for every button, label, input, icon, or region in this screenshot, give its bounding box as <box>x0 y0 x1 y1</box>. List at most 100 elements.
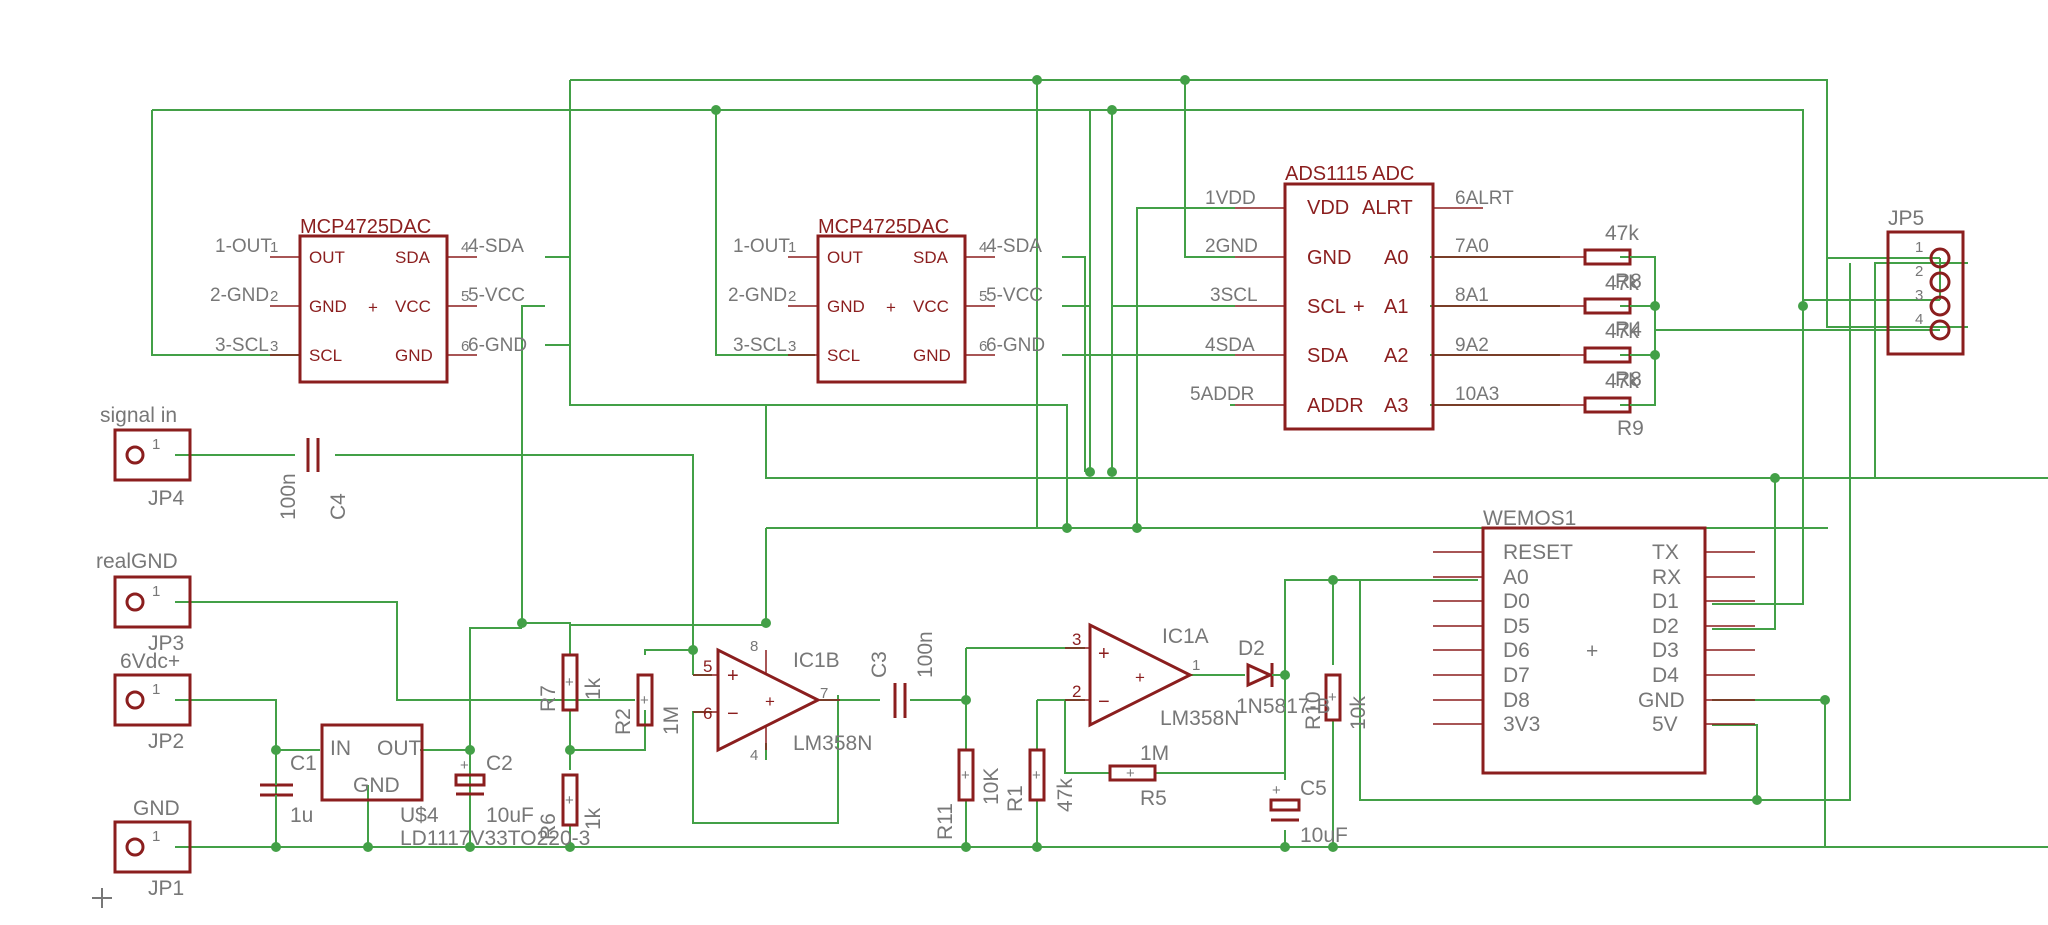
pin-icon <box>1929 271 1951 293</box>
svg-text:6ALRT: 6ALRT <box>1455 188 1514 209</box>
connector-jp5[interactable]: JP5 1 2 3 4 <box>1886 207 1965 356</box>
capacitor-c2[interactable]: + C2 10uF <box>454 752 534 827</box>
junction <box>961 842 971 852</box>
svg-text:3SCL: 3SCL <box>1210 285 1258 306</box>
svg-text:2: 2 <box>1915 263 1923 280</box>
part-name: IC1A <box>1162 625 1209 648</box>
junction <box>1752 795 1762 805</box>
svg-text:+: + <box>1098 643 1110 665</box>
svg-text:3: 3 <box>1072 630 1081 649</box>
resistor-r1[interactable]: + R1 47k <box>1004 748 1077 812</box>
resistor-r5[interactable]: + 1M R5 <box>1108 742 1169 810</box>
capacitor-c4[interactable]: C4 100n <box>277 438 350 520</box>
svg-text:+: + <box>1272 782 1281 799</box>
part-value: 1M <box>1140 742 1169 765</box>
svg-text:4: 4 <box>979 239 987 256</box>
svg-text:3-SCL: 3-SCL <box>733 335 787 356</box>
svg-text:3: 3 <box>1915 287 1923 304</box>
svg-text:4: 4 <box>461 239 469 256</box>
dac-mcp4725-1[interactable]: MCP4725DAC 1-OUT 2-GND 3-SCL 1 2 3 OUT G… <box>210 216 527 384</box>
svg-text:SCL: SCL <box>1307 296 1346 318</box>
svg-text:R4: R4 <box>1615 318 1642 341</box>
resistor-r11[interactable]: + R11 10K <box>934 748 1003 840</box>
svg-text:1-OUT: 1-OUT <box>733 236 790 257</box>
svg-text:D3: D3 <box>1652 639 1679 662</box>
svg-text:OUT: OUT <box>377 737 422 760</box>
junction <box>688 645 698 655</box>
junction <box>761 618 771 628</box>
svg-text:GND: GND <box>309 297 347 316</box>
connector-jp3[interactable]: realGND 1 JP3 <box>96 550 192 655</box>
part-name: D2 <box>1238 637 1265 660</box>
connector-jp4[interactable]: signal in 1 JP4 <box>100 404 192 510</box>
svg-text:VCC: VCC <box>395 297 431 316</box>
svg-text:2-GND: 2-GND <box>210 285 269 306</box>
resistor-r7[interactable]: + R7 1k <box>537 653 605 712</box>
svg-text:+: + <box>565 792 574 809</box>
adc-ads1115[interactable]: ADS1115 ADC 1VDD 2GND 3SCL 4SDA 5ADDR VD… <box>1190 163 1514 431</box>
dac-mcp4725-2[interactable]: MCP4725DAC 1-OUT 2-GND 3-SCL 1 2 3 OUT G… <box>728 216 1045 384</box>
svg-text:47k: 47k <box>1605 320 1639 343</box>
capacitor-c5[interactable]: + C5 10uF <box>1269 777 1348 847</box>
origin-cross-icon: + <box>1586 640 1598 663</box>
svg-text:A1: A1 <box>1384 296 1408 318</box>
part-name: C4 <box>327 493 350 520</box>
connector-jp1[interactable]: GND 1 JP1 <box>92 797 192 908</box>
origin-cross-icon: + <box>1353 296 1365 318</box>
svg-text:OUT: OUT <box>309 248 345 267</box>
svg-text:7: 7 <box>820 685 828 702</box>
svg-text:1VDD: 1VDD <box>1205 188 1256 209</box>
resistor-r10[interactable]: + R10 10k <box>1302 673 1370 730</box>
svg-text:GND: GND <box>827 297 865 316</box>
diode-d2[interactable]: D2 1N5817-B <box>1236 637 1331 718</box>
part-name: WEMOS1 <box>1483 507 1576 530</box>
svg-text:SDA: SDA <box>395 248 431 267</box>
svg-text:D1: D1 <box>1652 590 1679 613</box>
svg-text:2: 2 <box>1072 682 1081 701</box>
pin-icon <box>1929 295 1951 317</box>
wemos-d1-mini[interactable]: WEMOS1 RESET A0 D0 D5 D6 D7 D8 3V3 TX <box>1433 507 1755 775</box>
svg-text:6-GND: 6-GND <box>468 335 527 356</box>
svg-text:2: 2 <box>788 288 796 305</box>
opamp-ic1a[interactable]: + − 3 2 1 IC1A LM358N + <box>1065 622 1239 730</box>
junction <box>1085 467 1095 477</box>
svg-text:+: + <box>1126 765 1135 782</box>
svg-text:GND: GND <box>1638 689 1685 712</box>
svg-text:3: 3 <box>788 338 796 355</box>
svg-text:R8: R8 <box>1615 368 1642 391</box>
svg-text:−: − <box>727 703 739 725</box>
svg-text:SCL: SCL <box>827 346 860 365</box>
capacitor-c1[interactable]: C1 1u <box>260 750 317 847</box>
voltage-regulator[interactable]: IN OUT GND U$4 LD1117V33TO220-3 <box>320 723 590 850</box>
svg-text:5: 5 <box>703 657 712 676</box>
capacitor-c3[interactable]: C3 100n <box>868 631 937 718</box>
junction <box>1770 473 1780 483</box>
svg-text:3: 3 <box>270 338 278 355</box>
junction <box>1280 842 1290 852</box>
part-name: MCP4725DAC <box>818 216 949 238</box>
svg-text:1: 1 <box>1192 657 1200 674</box>
origin-cross-icon: + <box>886 298 896 317</box>
svg-text:+: + <box>640 692 649 709</box>
part-name: R5 <box>1140 787 1167 810</box>
adc-resistor-network[interactable]: 47k 47k 47k 47k R8 R4 R8 R9 <box>1483 222 1655 440</box>
resistor-r2[interactable]: + R2 1M <box>612 673 683 735</box>
resistor-r6[interactable]: + R6 1k <box>537 773 605 840</box>
pin-icon <box>1929 247 1951 269</box>
connector-label: GND <box>133 797 180 820</box>
part-name: R11 <box>934 803 957 840</box>
part-value: 1k <box>582 807 605 830</box>
junction <box>363 842 373 852</box>
opamp-ic1b[interactable]: + − 5 6 8 4 7 IC1B LM358N + <box>693 638 872 764</box>
svg-text:VDD: VDD <box>1307 197 1349 219</box>
junction <box>465 745 475 755</box>
connector-jp2[interactable]: 6Vdc+ 1 JP2 <box>113 650 192 753</box>
svg-text:+: + <box>460 757 469 774</box>
svg-text:4-SDA: 4-SDA <box>986 236 1042 257</box>
svg-text:GND: GND <box>395 346 433 365</box>
connector-label: 6Vdc+ <box>120 650 180 673</box>
junction <box>1032 842 1042 852</box>
svg-text:8A1: 8A1 <box>1455 285 1489 306</box>
svg-text:6-GND: 6-GND <box>986 335 1045 356</box>
svg-text:RESET: RESET <box>1503 541 1573 564</box>
